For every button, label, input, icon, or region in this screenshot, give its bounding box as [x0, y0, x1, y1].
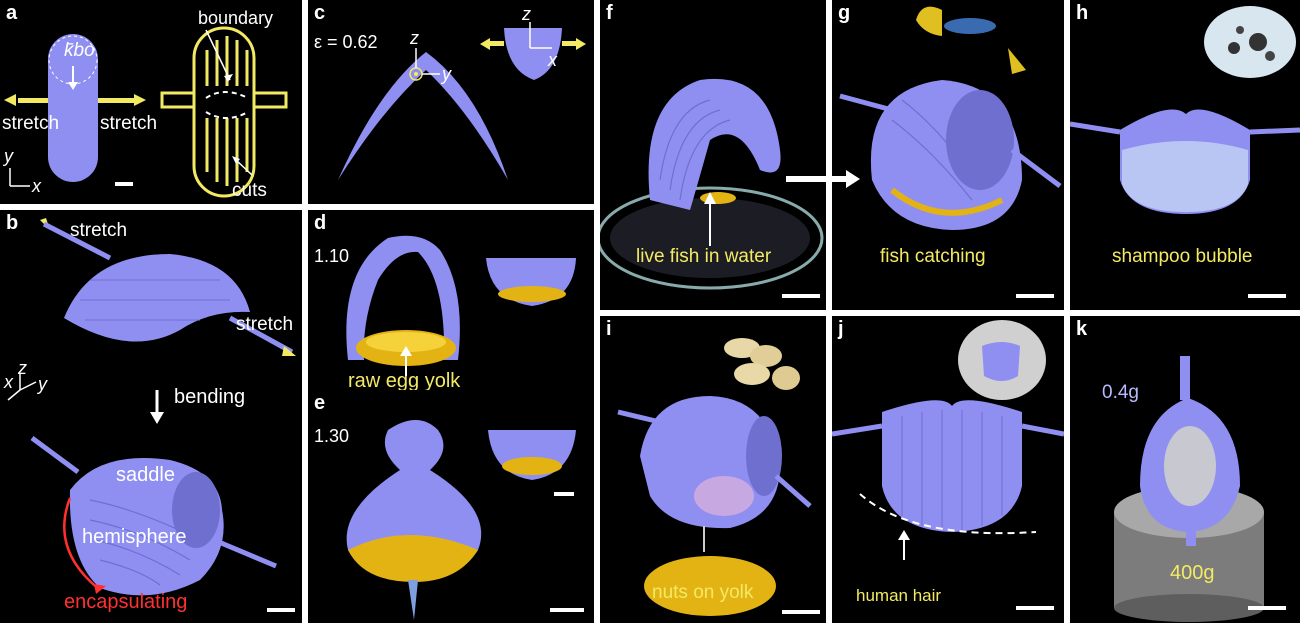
caption: fish catching	[880, 246, 986, 267]
caption: human hair	[856, 586, 942, 605]
encapsulating-label: encapsulating	[64, 591, 188, 613]
hair-gripper	[882, 400, 1022, 532]
stretch-arrow-left	[4, 94, 16, 106]
axis-y-label: y	[4, 146, 13, 166]
scale-bar	[1248, 606, 1286, 610]
stretch-arrow-right	[134, 94, 146, 106]
guppy-photo	[916, 6, 1026, 74]
strain-label: 1.10	[314, 246, 350, 266]
panel-label-k: k	[1076, 318, 1088, 340]
stretch-label-left: stretch	[2, 113, 60, 134]
panel-label-g: g	[838, 2, 851, 24]
scale-bar	[1248, 294, 1286, 298]
water-dish	[600, 186, 824, 290]
stretch-label-top: stretch	[70, 220, 128, 241]
panel-k-figure	[1114, 356, 1286, 622]
panel-b-figure	[7, 218, 296, 612]
panel-label-e: e	[314, 392, 326, 414]
panel-i-figure	[617, 338, 820, 616]
panel-c-figure	[338, 22, 586, 180]
boundary-label: boundary	[198, 8, 274, 28]
panel-d-figure	[346, 235, 576, 376]
panel-h-figure	[1070, 6, 1300, 298]
egg-yolk	[348, 535, 478, 582]
panel-d: d 1.10 raw egg yolk	[308, 210, 594, 396]
hemisphere-label: hemisphere	[82, 526, 187, 548]
kbo-label: k̄bo	[64, 40, 95, 61]
mass-large-label: 400g	[1170, 562, 1215, 584]
caption: raw egg yolk	[348, 370, 461, 392]
nuts-photo	[724, 338, 800, 390]
bending-device	[64, 254, 250, 342]
panel-b: b stretch stretch bending saddle hemisph…	[0, 210, 302, 623]
bending-label: bending	[174, 386, 246, 408]
panel-label-b: b	[6, 212, 19, 234]
panel-a-figure	[4, 26, 288, 198]
scale-bar	[1016, 294, 1054, 298]
axis-z2-label: z	[522, 4, 531, 24]
caption: live fish in water	[636, 246, 772, 267]
egg-yolk	[644, 556, 776, 616]
cuts-label: cuts	[232, 180, 267, 201]
axis-y-label: y	[38, 374, 47, 394]
yolk-gripper	[346, 235, 460, 360]
front-view-device	[504, 28, 562, 80]
axis-x-label: x	[4, 372, 13, 392]
panel-label-j: j	[838, 318, 844, 340]
panel-label-f: f	[606, 2, 613, 24]
panel-c: c ε = 0.62 z y z x	[308, 0, 594, 204]
fish-gripper	[648, 78, 781, 210]
panel-label-i: i	[606, 318, 612, 340]
strip-device	[48, 34, 98, 182]
caption: nuts on yolk	[652, 582, 754, 603]
scale-bar	[550, 608, 584, 612]
panel-i: i nuts on yolk	[600, 316, 826, 623]
axis-z-label: z	[410, 28, 419, 48]
panel-h: h shampoo bubble	[1070, 0, 1300, 310]
panel-j: j human hair	[832, 316, 1064, 623]
scale-bar-small	[554, 492, 574, 496]
scale-bar	[1016, 606, 1054, 610]
saddle-label: saddle	[116, 464, 175, 486]
panel-label-a: a	[6, 2, 18, 24]
panel-f: f live fish in water	[600, 0, 826, 310]
panel-label-d: d	[314, 212, 327, 234]
scale-bar	[267, 608, 295, 612]
panel-e-figure	[346, 420, 584, 620]
scale-bar	[782, 610, 820, 614]
panel-f-figure	[600, 78, 826, 298]
stretch-label-right: stretch	[100, 113, 158, 134]
strain-label: 1.30	[314, 426, 350, 446]
stretch-label-right: stretch	[236, 314, 294, 335]
panel-k: k 0.4g 400g	[1070, 316, 1300, 623]
scale-bar	[782, 294, 820, 298]
panel-g: g fish catching	[832, 0, 1064, 310]
caption: shampoo bubble	[1112, 246, 1253, 267]
arch-device	[338, 52, 508, 180]
panel-g-figure	[832, 6, 1062, 298]
axis-z-label: z	[18, 358, 27, 378]
panel-label-c: c	[314, 2, 326, 24]
panel-label-h: h	[1076, 2, 1089, 24]
panel-e: e 1.30	[308, 390, 594, 623]
axis-x-label: x	[548, 50, 557, 70]
strain-label: ε = 0.62	[314, 32, 378, 52]
panel-a: a boundary k̄bo stretch stretch	[0, 0, 302, 204]
axis-x-label: x	[32, 176, 41, 196]
panel-j-figure	[832, 320, 1064, 610]
cut-pattern-outline	[192, 26, 256, 198]
mass-small-label: 0.4g	[1102, 382, 1139, 403]
axis-y-label: y	[442, 64, 451, 84]
scale-bar	[115, 182, 133, 186]
hair-outline	[859, 493, 1037, 535]
